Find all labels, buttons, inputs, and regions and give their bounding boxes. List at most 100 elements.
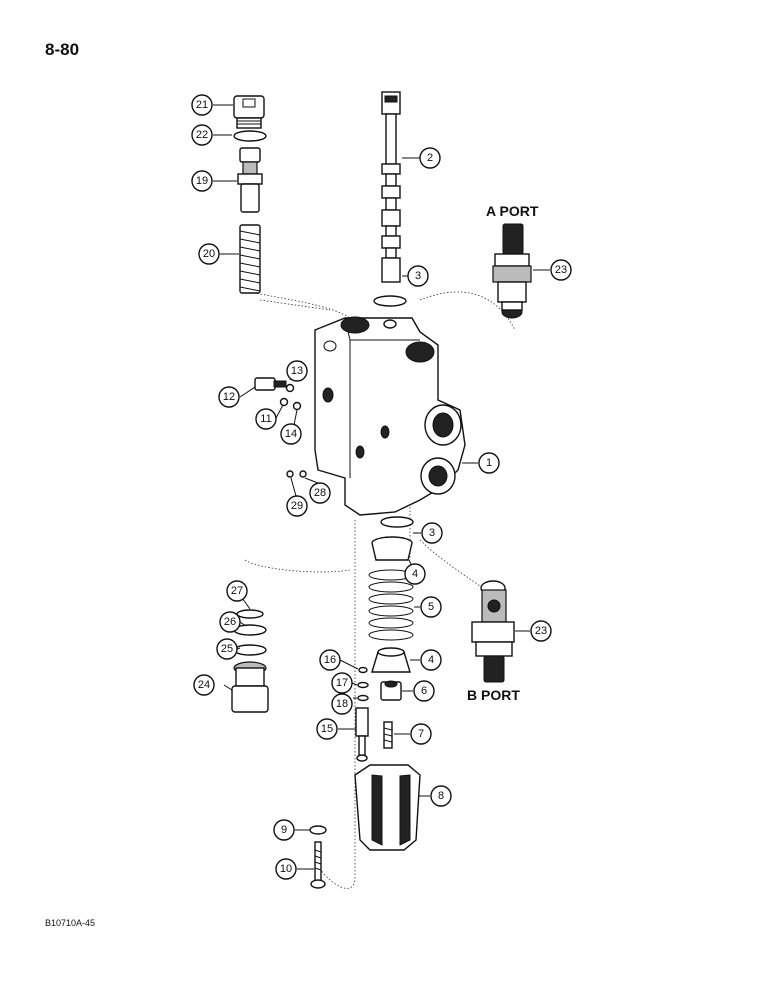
callout-3-upper: 3 — [407, 265, 429, 287]
part-9-washer — [309, 825, 327, 835]
callout-4-upper: 4 — [404, 563, 426, 585]
svg-text:21: 21 — [196, 99, 208, 111]
callout-21: 21 — [191, 94, 213, 116]
part-15-plunger — [355, 707, 369, 762]
callout-22: 22 — [191, 124, 213, 146]
callout-4-lower: 4 — [420, 649, 442, 671]
svg-text:13: 13 — [291, 365, 303, 377]
svg-text:4: 4 — [412, 568, 418, 580]
svg-text:22: 22 — [196, 129, 208, 141]
part-10-bolt — [310, 841, 326, 889]
svg-text:28: 28 — [314, 487, 326, 499]
svg-text:3: 3 — [415, 270, 421, 282]
part-25-ring — [233, 644, 267, 656]
svg-text:9: 9 — [281, 824, 287, 836]
svg-text:12: 12 — [223, 391, 235, 403]
svg-text:17: 17 — [336, 677, 348, 689]
page-number: 8-80 — [45, 40, 80, 59]
svg-text:27: 27 — [231, 585, 243, 597]
part-2-spool — [381, 91, 401, 283]
callout-29: 29 — [286, 495, 308, 517]
svg-text:1: 1 — [486, 457, 492, 469]
callout-17: 17 — [331, 672, 353, 694]
callout-13: 13 — [286, 360, 308, 382]
part-11-seal — [279, 397, 289, 407]
callout-9: 9 — [273, 819, 295, 841]
part-18-ring — [357, 694, 369, 702]
part-12-fitting — [254, 377, 287, 391]
svg-text:4: 4 — [428, 654, 434, 666]
part-27-ring — [236, 609, 264, 619]
svg-text:25: 25 — [221, 643, 233, 655]
callout-23-b: 23 — [530, 620, 552, 642]
part-3-upper-o-ring — [373, 295, 407, 307]
svg-text:19: 19 — [196, 175, 208, 187]
svg-text:3: 3 — [429, 527, 435, 539]
part-8-cap — [354, 764, 421, 851]
svg-text:16: 16 — [324, 654, 336, 666]
part-28-ball — [299, 470, 307, 478]
callout-18: 18 — [331, 693, 353, 715]
part-29-ball — [286, 470, 294, 478]
callout-28: 28 — [309, 482, 331, 504]
part-16-ring — [358, 666, 368, 674]
svg-text:18: 18 — [336, 698, 348, 710]
part-4-lower-cap — [371, 647, 411, 673]
svg-text:6: 6 — [421, 685, 427, 697]
part-23-b-port-relief — [471, 580, 515, 683]
part-3-lower-o-ring — [380, 516, 414, 528]
callout-26: 26 — [219, 611, 241, 633]
svg-text:7: 7 — [418, 728, 424, 740]
callout-12: 12 — [218, 386, 240, 408]
callout-16: 16 — [319, 649, 341, 671]
figure-code: B10710A-45 — [45, 918, 96, 928]
leader-lines — [213, 104, 550, 870]
callout-14: 14 — [280, 423, 302, 445]
svg-text:10: 10 — [280, 863, 292, 875]
callout-11: 11 — [255, 408, 277, 430]
part-21-plug — [233, 95, 265, 129]
callout-10: 10 — [275, 858, 297, 880]
part-13-seal — [285, 383, 295, 393]
svg-text:11: 11 — [260, 413, 271, 425]
svg-text:24: 24 — [198, 679, 210, 691]
callout-3-lower: 3 — [421, 522, 443, 544]
part-6-spacer — [380, 680, 402, 701]
svg-text:20: 20 — [203, 248, 215, 260]
part-14-seal — [292, 401, 302, 411]
svg-text:8: 8 — [438, 790, 444, 802]
svg-text:2: 2 — [427, 152, 433, 164]
svg-text:29: 29 — [291, 500, 303, 512]
svg-text:14: 14 — [285, 428, 297, 440]
callout-25: 25 — [216, 638, 238, 660]
part-1-valve-body — [314, 316, 466, 516]
part-22-o-ring — [233, 130, 267, 142]
callout-23-a: 23 — [550, 259, 572, 281]
part-4-upper-cap — [371, 536, 413, 561]
svg-text:5: 5 — [428, 601, 434, 613]
svg-text:26: 26 — [224, 616, 236, 628]
callout-8: 8 — [430, 785, 452, 807]
callout-20: 20 — [198, 243, 220, 265]
part-17-ring — [357, 681, 369, 689]
callout-7: 7 — [410, 723, 432, 745]
callouts: 21 22 19 20 2 3 23 13 12 11 14 1 29 28 3… — [191, 94, 572, 880]
svg-text:23: 23 — [535, 625, 547, 637]
part-23-a-port-relief — [492, 223, 532, 319]
callout-27: 27 — [226, 580, 248, 602]
b-port-label: B PORT — [467, 687, 520, 703]
callout-15: 15 — [316, 718, 338, 740]
part-24-plug — [231, 661, 269, 713]
callout-5: 5 — [420, 596, 442, 618]
callout-19: 19 — [191, 170, 213, 192]
callout-24: 24 — [193, 674, 215, 696]
part-5-spring — [368, 569, 414, 641]
part-20-spring — [239, 224, 261, 294]
svg-text:23: 23 — [555, 264, 567, 276]
callout-1: 1 — [478, 452, 500, 474]
part-7-screw — [383, 721, 393, 749]
part-19-poppet — [237, 147, 263, 213]
a-port-label: A PORT — [486, 203, 539, 219]
callout-2: 2 — [419, 147, 441, 169]
